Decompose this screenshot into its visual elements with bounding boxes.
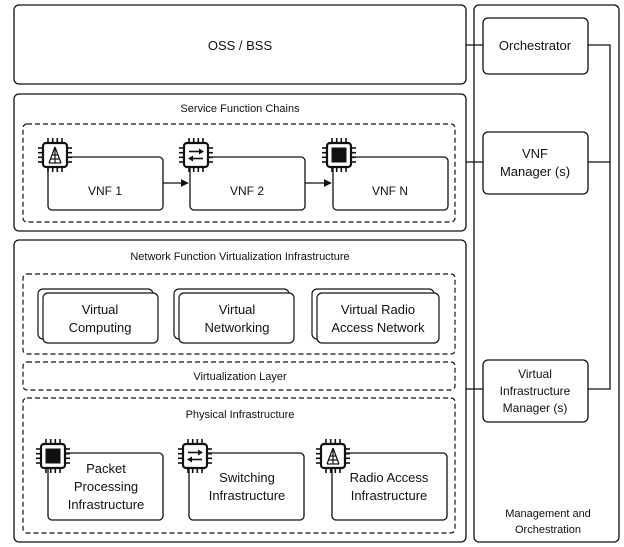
packet-processing-box: Packet Processing Infrastructure	[47, 452, 164, 521]
oss-bss-label: OSS / BSS	[208, 38, 273, 53]
virtual-computing-line2: Computing	[69, 320, 132, 335]
vnf-n-label: VNF N	[372, 184, 408, 198]
physical-infrastructure-dashed-region	[22, 397, 456, 534]
packet-processing-line2: Processing	[74, 479, 138, 494]
sfc-dashed-region	[22, 123, 456, 223]
sfc-title: Service Function Chains	[180, 103, 300, 115]
virtual-ran-line1: Virtual Radio	[341, 302, 415, 317]
vnf-manager-line1: VNF	[522, 146, 548, 161]
virtual-networking-line1: Virtual	[219, 302, 256, 317]
switch-arrows-chip-icon	[179, 138, 213, 172]
vnf-2-label: VNF 2	[230, 184, 264, 198]
vim-line3: Manager (s)	[503, 401, 568, 415]
radio-access-infrastructure-box: Radio Access Infrastructure	[331, 452, 448, 521]
vim-box: Virtual Infrastructure Manager (s)	[482, 359, 589, 423]
mano-box	[473, 4, 620, 543]
vnf-1-label: VNF 1	[88, 184, 122, 198]
vim-line2: Infrastructure	[500, 384, 571, 398]
radio-access-infrastructure-line2: Infrastructure	[351, 488, 428, 503]
virtual-networking-card: Virtual Networking	[173, 288, 295, 344]
packet-processing-line1: Packet	[86, 461, 126, 476]
virtual-ran-card: Virtual Radio Access Network	[311, 288, 440, 344]
mano-title-line2: Orchestration	[515, 524, 581, 536]
nfvi-title: Network Function Virtualization Infrastr…	[130, 251, 349, 263]
virtualization-layer-box	[22, 361, 456, 391]
virtualization-layer-label: Virtualization Layer	[193, 371, 287, 383]
packet-processing-line3: Infrastructure	[68, 497, 145, 512]
switching-infrastructure-line2: Infrastructure	[209, 488, 286, 503]
vnf-n: VNF N	[332, 156, 449, 211]
connector-lines	[466, 44, 611, 390]
virtual-computing-line1: Virtual	[82, 302, 119, 317]
switch-arrows-chip-icon	[178, 439, 212, 473]
virtual-networking-line2: Networking	[204, 320, 269, 335]
vim-line1: Virtual	[518, 367, 552, 381]
cpu-chip-icon	[322, 138, 356, 172]
cpu-chip-icon	[36, 439, 70, 473]
orchestrator-box: Orchestrator	[482, 17, 589, 75]
vnf-1: VNF 1	[47, 156, 164, 211]
switching-infrastructure-box: Switching Infrastructure	[188, 452, 305, 521]
antenna-chip-icon	[316, 439, 350, 473]
radio-access-infrastructure-line1: Radio Access	[350, 470, 429, 485]
switching-infrastructure-line1: Switching	[219, 470, 275, 485]
mano-title-line1: Management and	[505, 508, 591, 520]
virtual-computing-card: Virtual Computing	[37, 288, 159, 344]
physical-infrastructure-title: Physical Infrastructure	[186, 409, 295, 421]
orchestrator-label: Orchestrator	[499, 38, 572, 53]
vnf-manager-line2: Manager (s)	[500, 164, 570, 179]
vnf-2: VNF 2	[189, 156, 306, 211]
virtual-resources-dashed-region	[22, 273, 456, 355]
vnf-manager-box: VNF Manager (s)	[482, 131, 589, 195]
virtual-ran-line2: Access Network	[331, 320, 425, 335]
antenna-chip-icon	[38, 138, 72, 172]
